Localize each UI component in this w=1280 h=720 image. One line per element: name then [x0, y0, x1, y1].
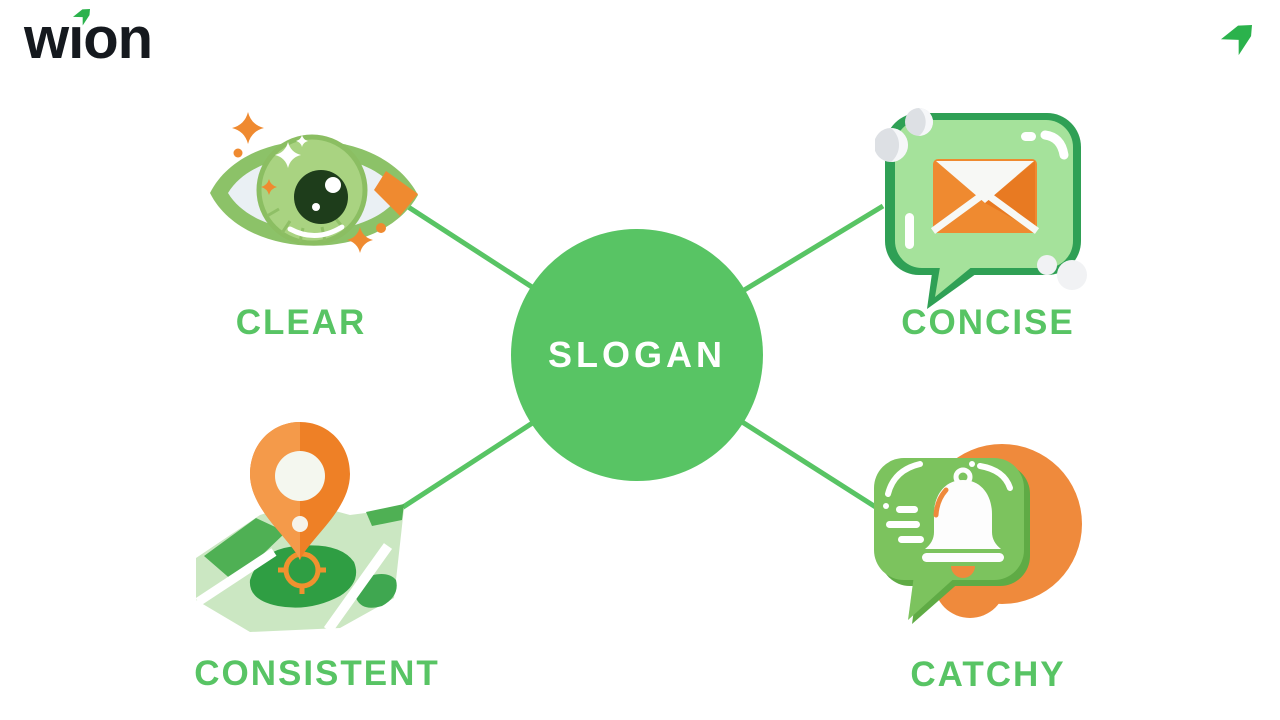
logo-text-on: on [83, 6, 153, 71]
label-concise: CONCISE [901, 303, 1075, 342]
label-clear: CLEAR [235, 303, 367, 342]
logo-text-i: ı [68, 6, 84, 71]
logo-arrow-icon [73, 9, 90, 26]
label-consistent: CONSISTENT [194, 654, 440, 693]
speech-bubble-envelope-icon [875, 108, 1087, 309]
logo-text-w: w [24, 6, 69, 71]
eye-icon [210, 112, 418, 253]
hub-label: SLOGAN [547, 334, 726, 375]
wion-logo: wıon [24, 6, 153, 71]
map-location-pin-icon [195, 422, 404, 633]
hub-circle: SLOGAN [511, 229, 763, 481]
label-catchy: CATCHY [910, 655, 1066, 694]
speech-bubble-bell-icon [874, 444, 1082, 624]
header-arrow-icon [1221, 25, 1252, 56]
